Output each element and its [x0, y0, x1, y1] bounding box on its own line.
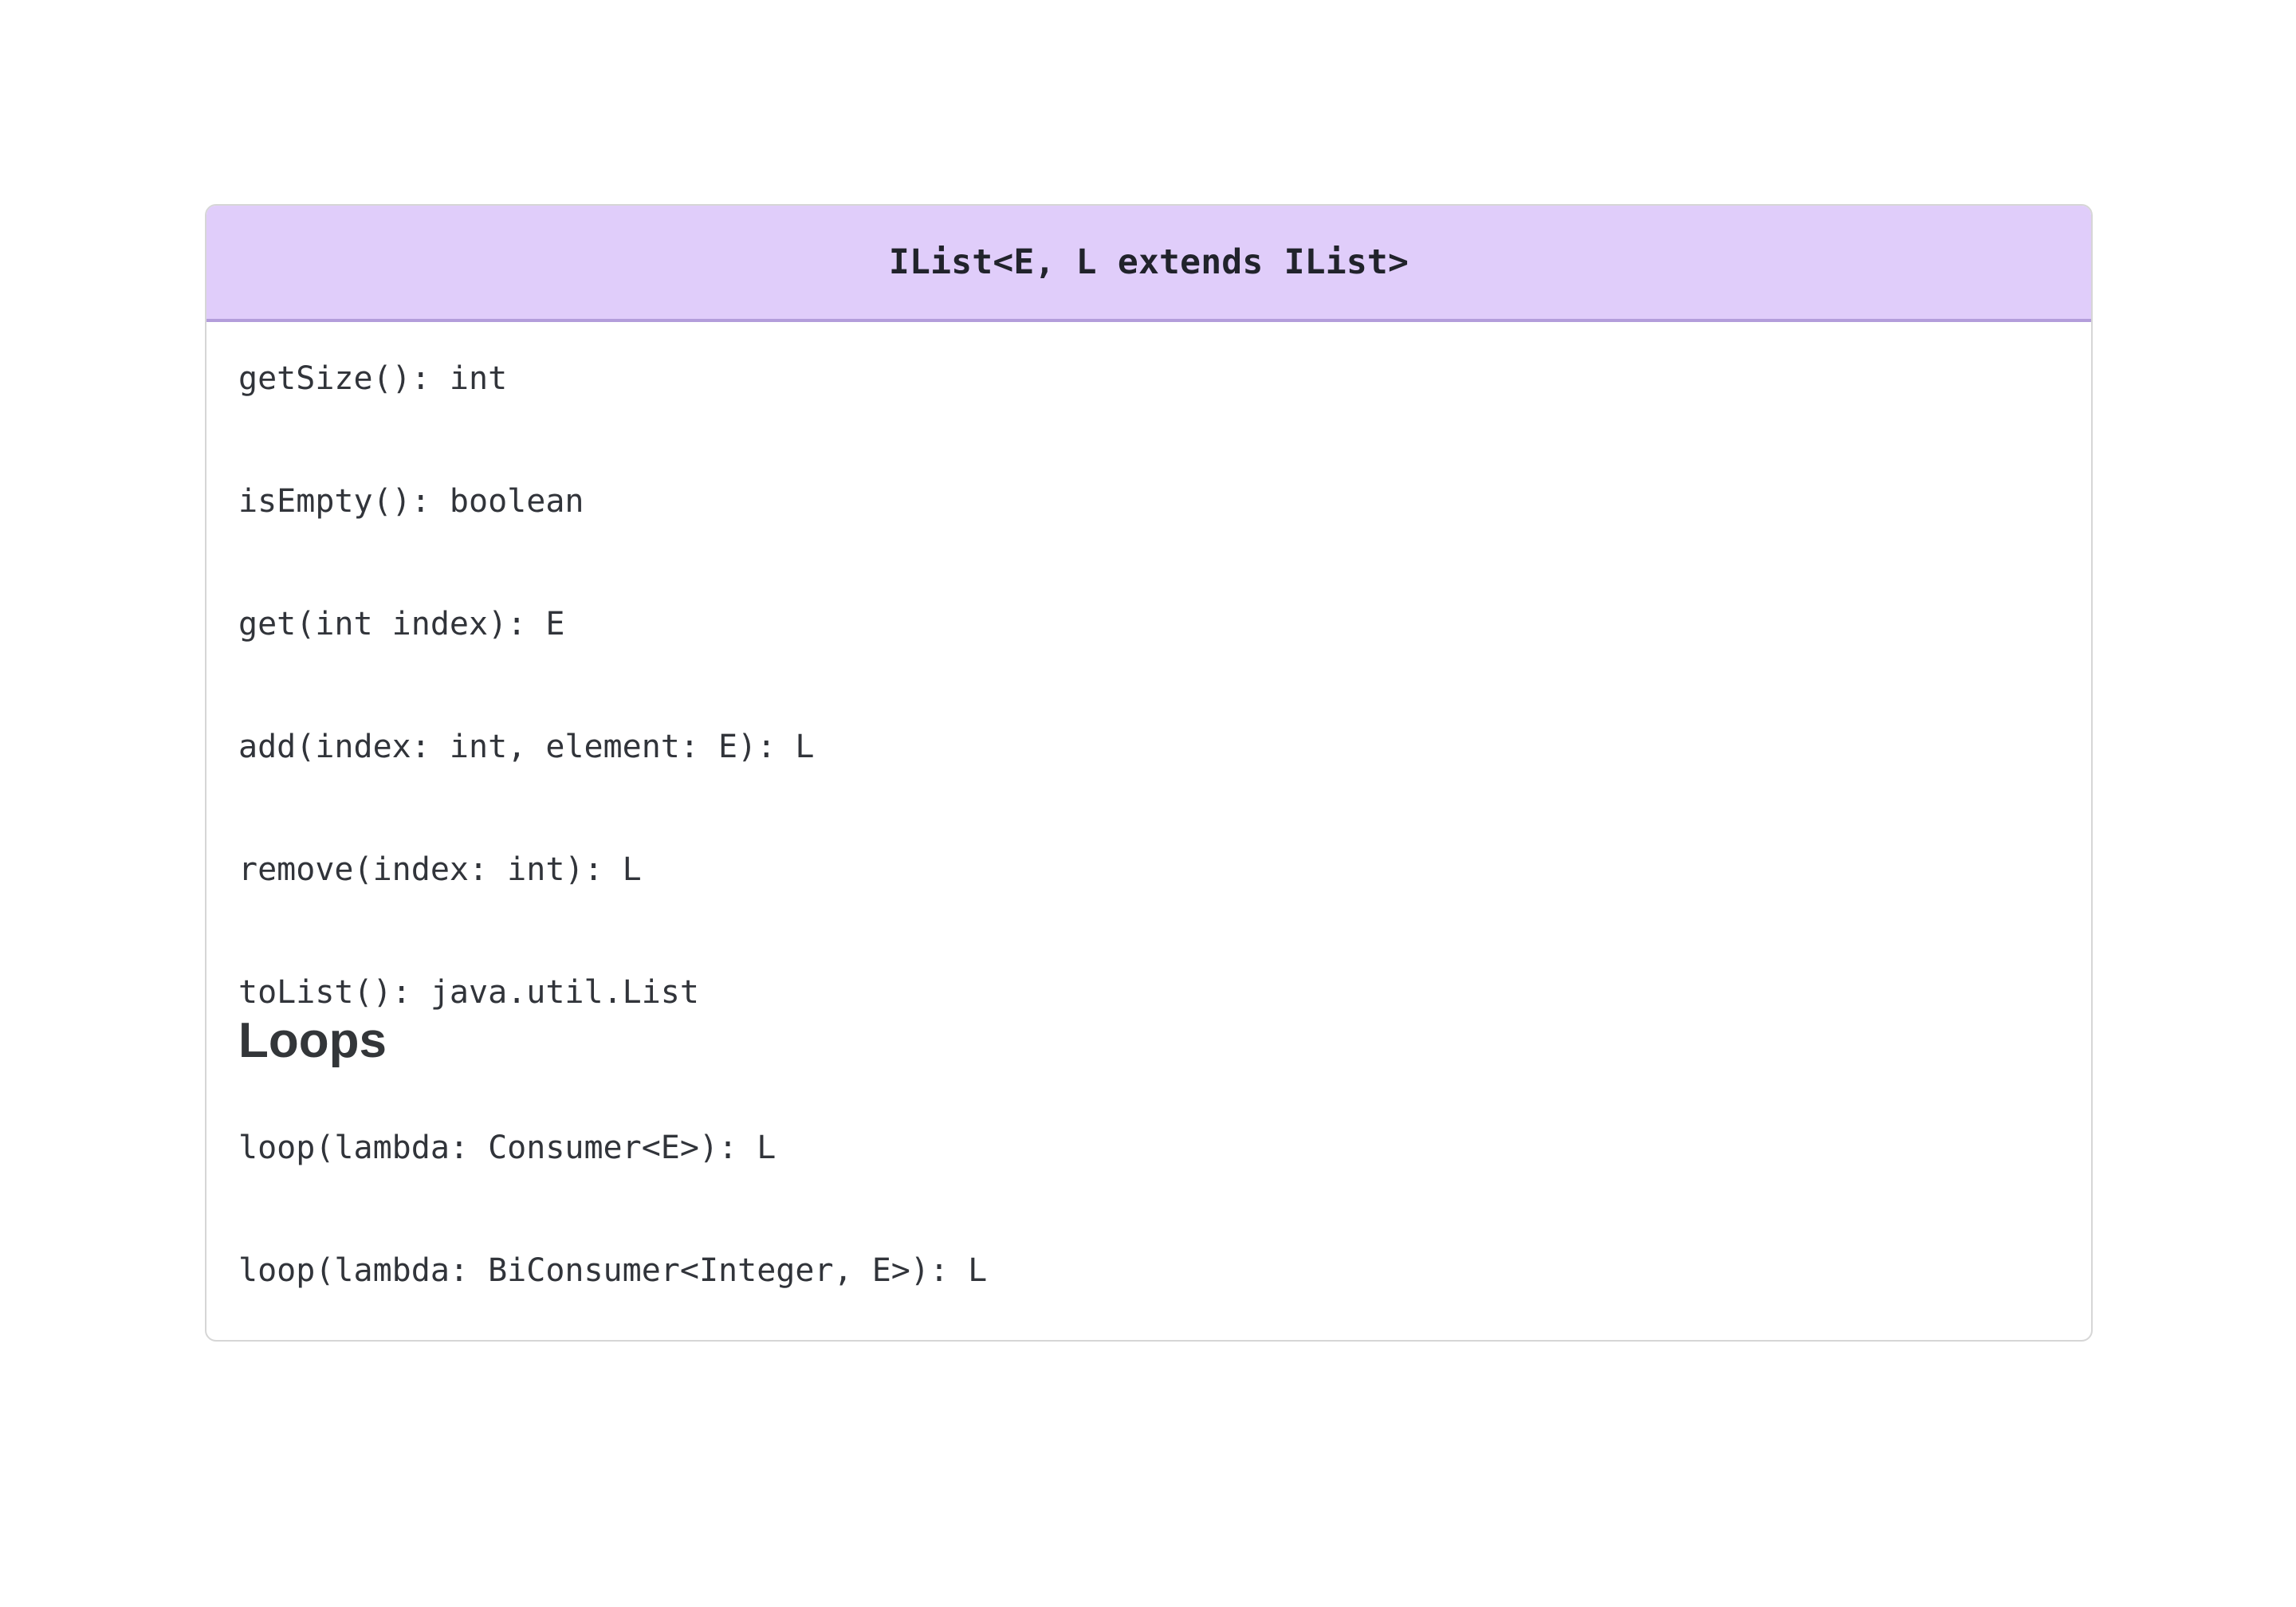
- loops-method-list: loop(lambda: Consumer<E>): L loop(lambda…: [238, 1128, 2059, 1291]
- method-signature: remove(index: int): L: [238, 851, 642, 888]
- card-title: IList<E, L extends IList>: [888, 242, 1409, 282]
- method-signature: getSize(): int: [238, 360, 508, 397]
- ilist-api-card: IList<E, L extends IList> getSize(): int…: [205, 204, 2093, 1342]
- method-list: getSize(): int isEmpty(): boolean get(in…: [238, 359, 2059, 1012]
- method-signature: loop(lambda: Consumer<E>): L: [238, 1130, 776, 1167]
- method-signature: add(index: int, element: E): L: [238, 729, 815, 765]
- loops-section-heading: Loops: [238, 1013, 387, 1068]
- card-header: IList<E, L extends IList>: [206, 206, 2091, 322]
- method-signature: isEmpty(): boolean: [238, 483, 584, 520]
- method-signature: loop(lambda: BiConsumer<Integer, E>): L: [238, 1252, 988, 1290]
- card-body: getSize(): int isEmpty(): boolean get(in…: [206, 322, 2091, 1340]
- method-signature: toList(): java.util.List: [238, 974, 699, 1011]
- method-signature: get(int index): E: [238, 606, 565, 642]
